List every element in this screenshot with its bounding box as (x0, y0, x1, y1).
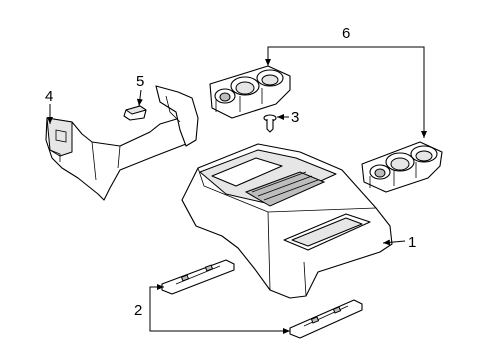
part-3-screw (263, 114, 277, 133)
leader-2-lower (149, 310, 290, 334)
callout-2: 2 (134, 302, 142, 319)
part-2-rail-upper (161, 259, 235, 295)
callout-3: 3 (291, 109, 299, 126)
leader-5 (136, 89, 143, 107)
part-2-rail-lower (289, 299, 363, 339)
leader-lines (47, 46, 427, 334)
part-4-side-panel (45, 85, 199, 201)
leader-1 (382, 239, 406, 246)
callout-4: 4 (45, 88, 53, 105)
part-5-clip (123, 105, 147, 121)
part-6-cup-holder-upper (209, 65, 291, 119)
callout-6: 6 (342, 25, 350, 42)
callout-5: 5 (136, 73, 144, 90)
leader-2-bracket (149, 286, 162, 310)
part-6-cup-holder-lower (361, 141, 443, 193)
callout-1: 1 (408, 234, 416, 251)
part-1-floor-console (181, 143, 393, 299)
